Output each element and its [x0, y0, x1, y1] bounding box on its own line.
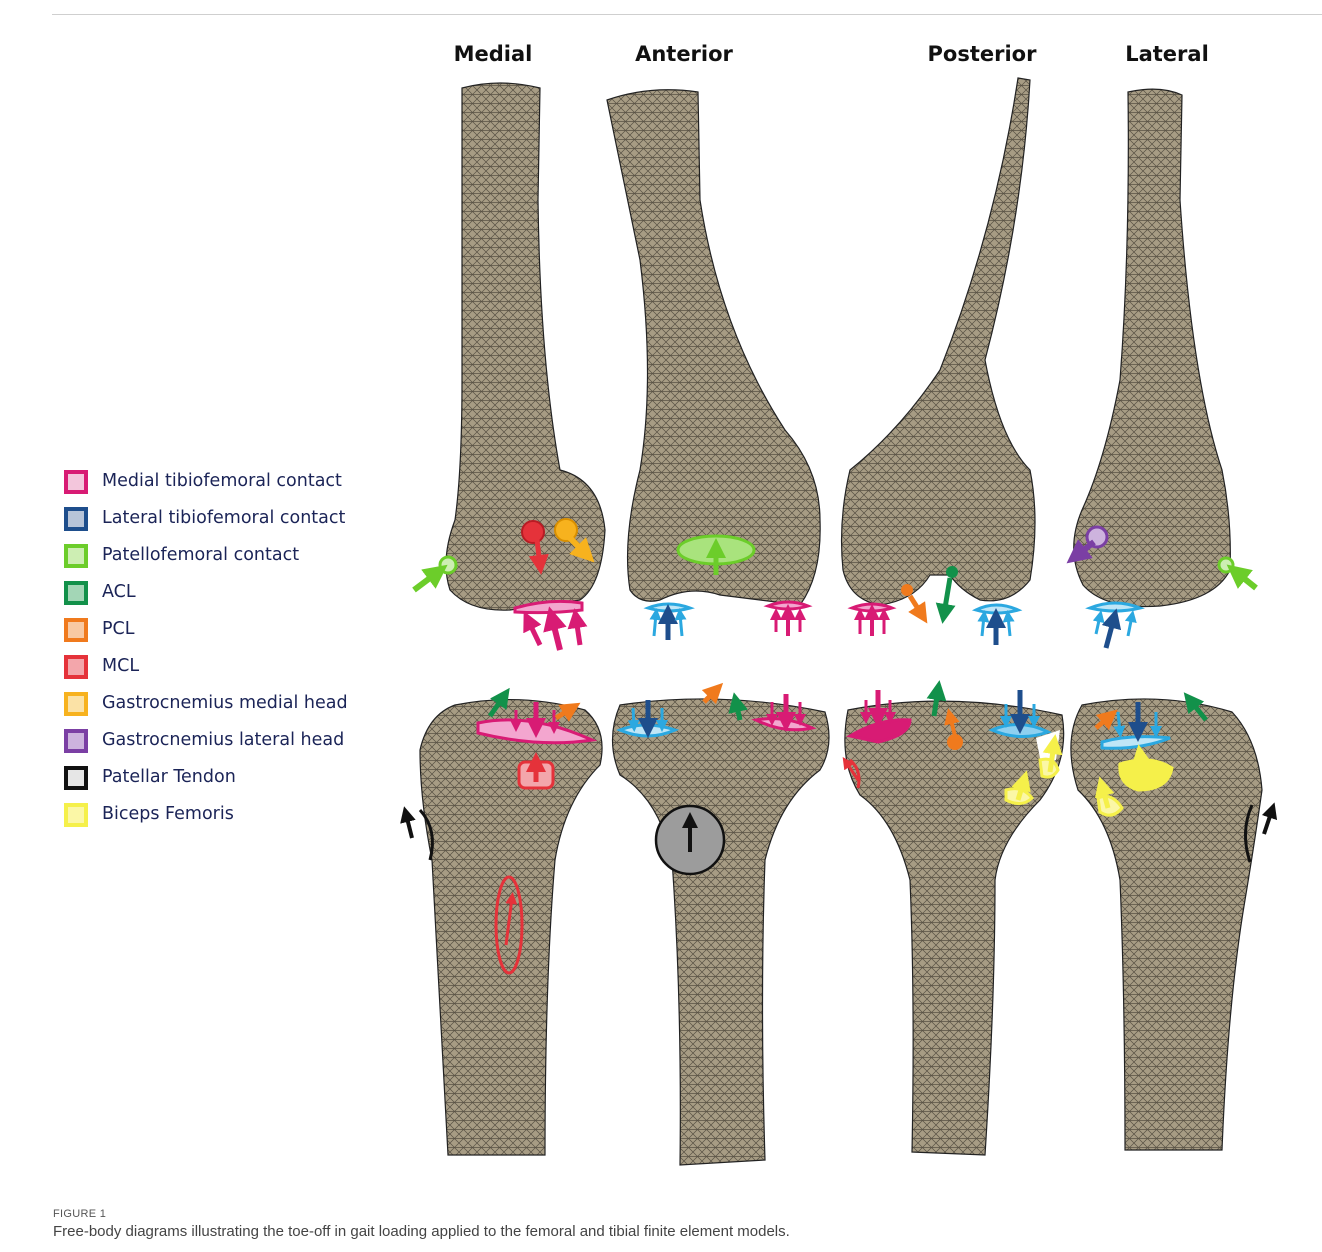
legend-swatch: [64, 803, 88, 827]
legend-swatch: [64, 655, 88, 679]
legend-swatch: [64, 470, 88, 494]
legend-label: Medial tibiofemoral contact: [102, 471, 342, 491]
view-label-anterior: Anterior: [604, 42, 764, 66]
legend-label: Gastrocnemius lateral head: [102, 730, 344, 750]
legend-swatch: [64, 544, 88, 568]
anterior-tibia: [613, 699, 830, 1165]
anterior-femur: [607, 90, 820, 605]
legend-label: Patellar Tendon: [102, 767, 236, 787]
legend-label: Lateral tibiofemoral contact: [102, 508, 345, 528]
legend-swatch: [64, 692, 88, 716]
medial-tibia: [420, 700, 602, 1155]
legend-swatch: [64, 507, 88, 531]
view-label-lateral: Lateral: [1087, 42, 1247, 66]
view-label-posterior: Posterior: [902, 42, 1062, 66]
legend-label: PCL: [102, 619, 135, 639]
posterior-femur: [842, 78, 1035, 605]
legend-label: ACL: [102, 582, 136, 602]
legend-swatch: [64, 729, 88, 753]
figure-label: FIGURE 1: [53, 1208, 106, 1220]
bone-illustration: [0, 0, 1322, 1200]
legend-label: Biceps Femoris: [102, 804, 234, 824]
legend-label: Patellofemoral contact: [102, 545, 299, 565]
legend-swatch: [64, 766, 88, 790]
figure-caption: Free-body diagrams illustrating the toe-…: [53, 1223, 790, 1240]
legend-label: Gastrocnemius medial head: [102, 693, 348, 713]
legend-label: MCL: [102, 656, 139, 676]
posterior-tibia: [845, 701, 1064, 1155]
legend-swatch: [64, 618, 88, 642]
view-label-medial: Medial: [413, 42, 573, 66]
legend-swatch: [64, 581, 88, 605]
